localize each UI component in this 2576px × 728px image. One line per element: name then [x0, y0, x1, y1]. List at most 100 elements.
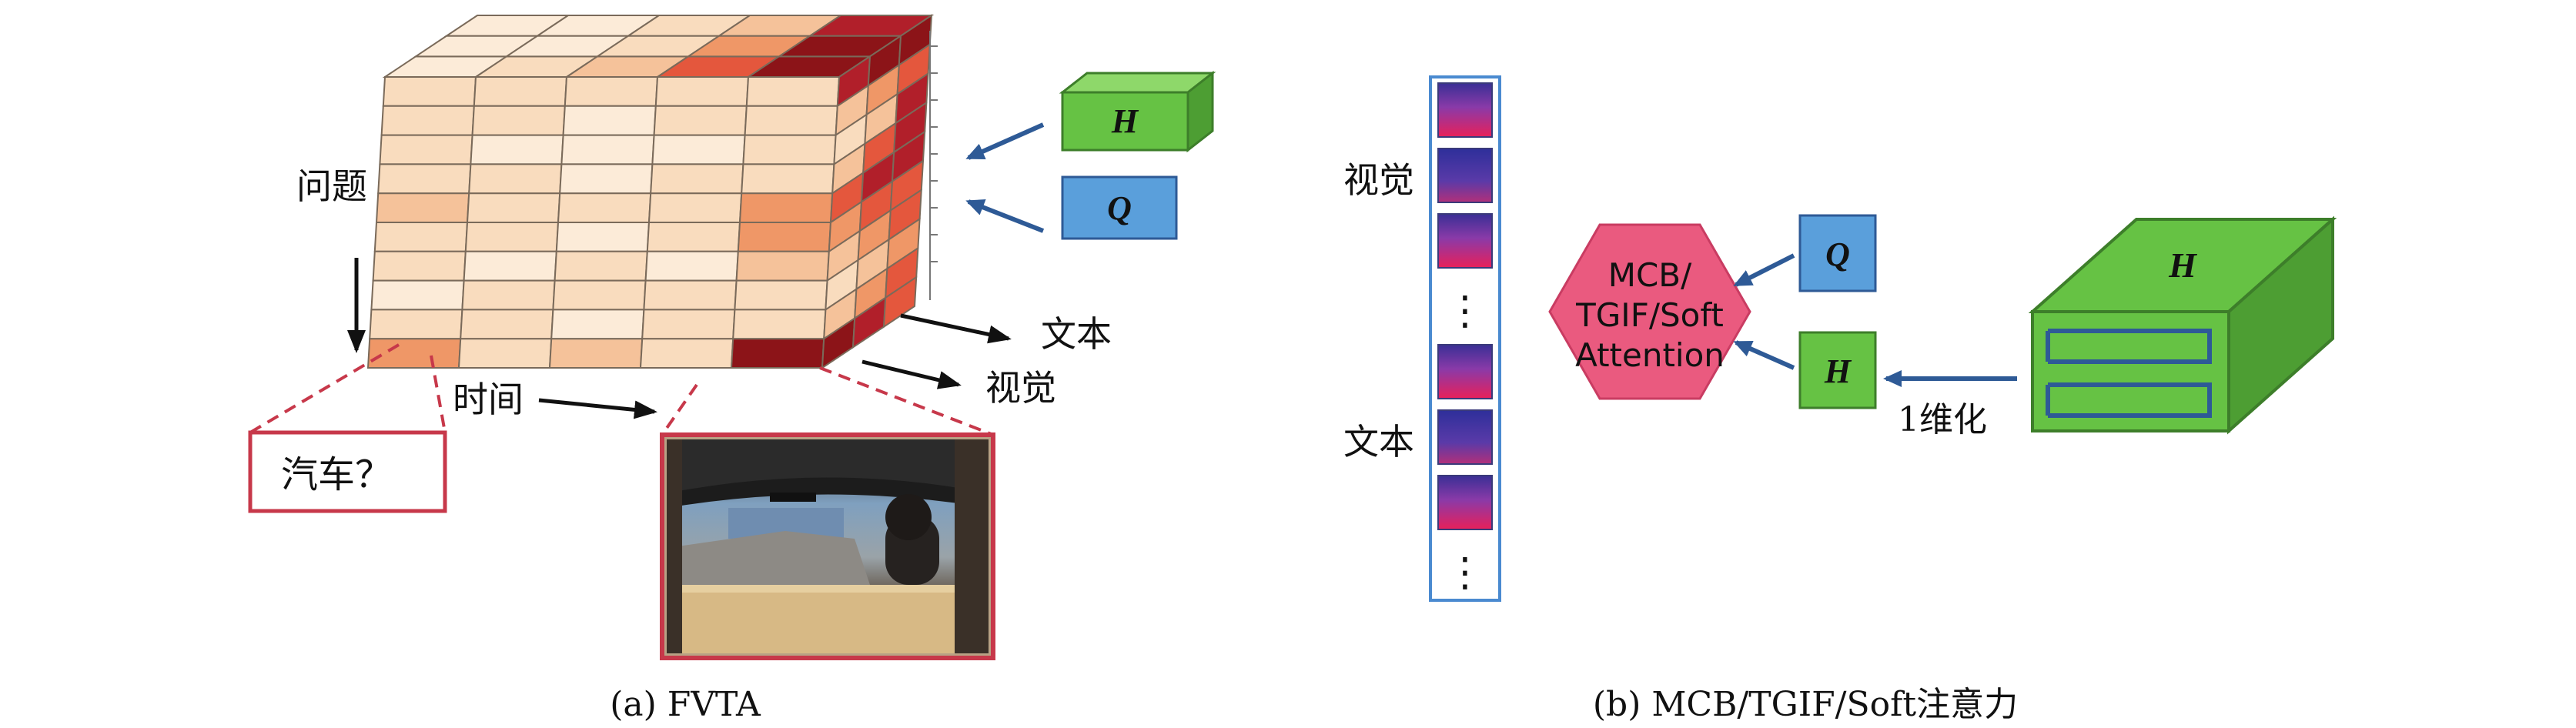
cube-top-face [382, 15, 935, 78]
panel-b-h-label: H [1824, 352, 1852, 390]
cube-front-cell [466, 192, 561, 223]
text-feature-cell [1437, 475, 1493, 530]
hexagon-line-3: Attention [1575, 336, 1725, 374]
cube-front-cell [375, 192, 470, 223]
cube-front-cell [560, 134, 655, 165]
panel-a-q-box: Q [1061, 175, 1178, 240]
cube-front-cell [366, 338, 462, 369]
cube-front-cell [468, 163, 563, 195]
cube-front-cell [372, 250, 467, 282]
column-ellipsis: ⋮ [1445, 288, 1485, 334]
panel-b-caption: (b) MCB/TGIF/Soft注意力 [1593, 685, 2018, 724]
cube-front-cell [647, 192, 743, 223]
video-frame-callout [660, 366, 995, 660]
cube-front-cell [654, 76, 750, 107]
label-text: 文本 [1343, 421, 1414, 463]
flatten-serpentine [2048, 329, 2212, 418]
cube-front-cell [643, 279, 738, 311]
cube-front-cell [370, 279, 465, 311]
cube-front-cell [646, 222, 741, 252]
cube-front-cell [735, 250, 830, 282]
hexagon-line-2: TGIF/Soft [1575, 296, 1724, 334]
cube-front-cell [471, 105, 566, 136]
cube-front-cell [473, 76, 568, 107]
text-axis-arrow [900, 313, 1012, 344]
q-to-hexagon-arrow [1733, 253, 1795, 287]
visual-feature-cell [1437, 82, 1493, 138]
text-feature-cell [1437, 409, 1493, 465]
flatten-label: 1维化 [1898, 400, 1987, 439]
time-axis-arrow [538, 398, 657, 419]
cube-front-cell [379, 134, 473, 165]
cube-front-cell [651, 134, 746, 165]
text-feature-cell [1437, 344, 1493, 399]
visual-feature-cell [1437, 148, 1493, 203]
cube-front-cell [639, 338, 734, 369]
cube-front-cell [562, 105, 657, 136]
h-to-cube-arrow [965, 122, 1045, 160]
axis-label-visual: 视觉 [985, 367, 1056, 409]
cube-front-cell [554, 250, 648, 282]
cube-front-cell [641, 309, 736, 340]
cube-front-cell [548, 338, 644, 369]
cube-front-cell [369, 309, 463, 340]
cube-front-cell [732, 309, 827, 340]
cube-front-cell [470, 134, 564, 165]
panel-a-h-box: H [1059, 70, 1216, 153]
label-visual: 视觉 [1343, 159, 1414, 201]
cube-front-cell [550, 309, 645, 340]
attention-hexagon: MCB/ TGIF/Soft Attention [1548, 223, 1751, 400]
car-callout: 汽车？ [248, 343, 447, 513]
cube-front-cell [564, 76, 659, 107]
cube-right-cell [882, 276, 918, 329]
cube-front-cell [742, 134, 837, 165]
h-to-hexagon-arrow [1733, 340, 1795, 370]
panel-b-q-label: Q [1825, 235, 1850, 273]
cube-front-cell [373, 222, 469, 252]
cube-front-cell [653, 105, 748, 136]
cube-front-cell [559, 163, 654, 195]
cube-right-face [821, 14, 933, 369]
hexagon-line-1: MCB/ [1608, 256, 1692, 294]
panel-a: 问题 时间 文本 视觉 汽车？ [248, 14, 1216, 724]
cube-front-cell [745, 76, 841, 107]
big-h-box: H [2028, 215, 2337, 435]
cube-front-cell [737, 222, 832, 252]
cube-front-cell [555, 222, 651, 252]
dashcam-image [667, 439, 989, 653]
panel-b-h-box: H [1798, 331, 1877, 409]
column-ellipsis: ⋮ [1445, 549, 1485, 596]
cube-front-cell [457, 338, 553, 369]
cube-front-cell [461, 279, 556, 311]
q-to-cube-arrow [965, 199, 1045, 233]
cube-front-cell [741, 163, 835, 195]
cube-ticks [929, 31, 938, 300]
cube-front-cell [463, 250, 557, 282]
cube-front-cell [382, 76, 477, 107]
cube-front-cell [464, 222, 560, 252]
cube-front-cell [644, 250, 739, 282]
visual-axis-arrow [861, 359, 962, 389]
cube-front-cell [734, 279, 828, 311]
callout-car-text: 汽车？ [281, 453, 392, 496]
cube-front-cell [552, 279, 647, 311]
panel-b: ⋮⋮ 视觉 文本 MCB/ TGIF/Soft Attention Q H [1343, 75, 2337, 724]
visual-feature-cell [1437, 213, 1493, 269]
cube-front-cell [738, 192, 834, 223]
axis-label-text: 文本 [1041, 313, 1112, 355]
panel-a-caption: (a) FVTA [610, 685, 761, 724]
cube-front-cell [650, 163, 744, 195]
cube-front-cell [460, 309, 554, 340]
cube-front-cell [377, 163, 472, 195]
cube-front-cell [380, 105, 475, 136]
big-h-label: H [2168, 245, 2197, 285]
feature-column-cells: ⋮⋮ [1437, 82, 1493, 596]
axis-label-time: 时间 [453, 379, 524, 420]
panel-a-q-label: Q [1107, 189, 1132, 227]
cube-front-cell [557, 192, 652, 223]
panel-a-h-label: H [1111, 102, 1139, 140]
panel-b-q-box: Q [1798, 214, 1877, 292]
cube-front-cell [730, 338, 825, 369]
cube-front-face [366, 76, 841, 369]
